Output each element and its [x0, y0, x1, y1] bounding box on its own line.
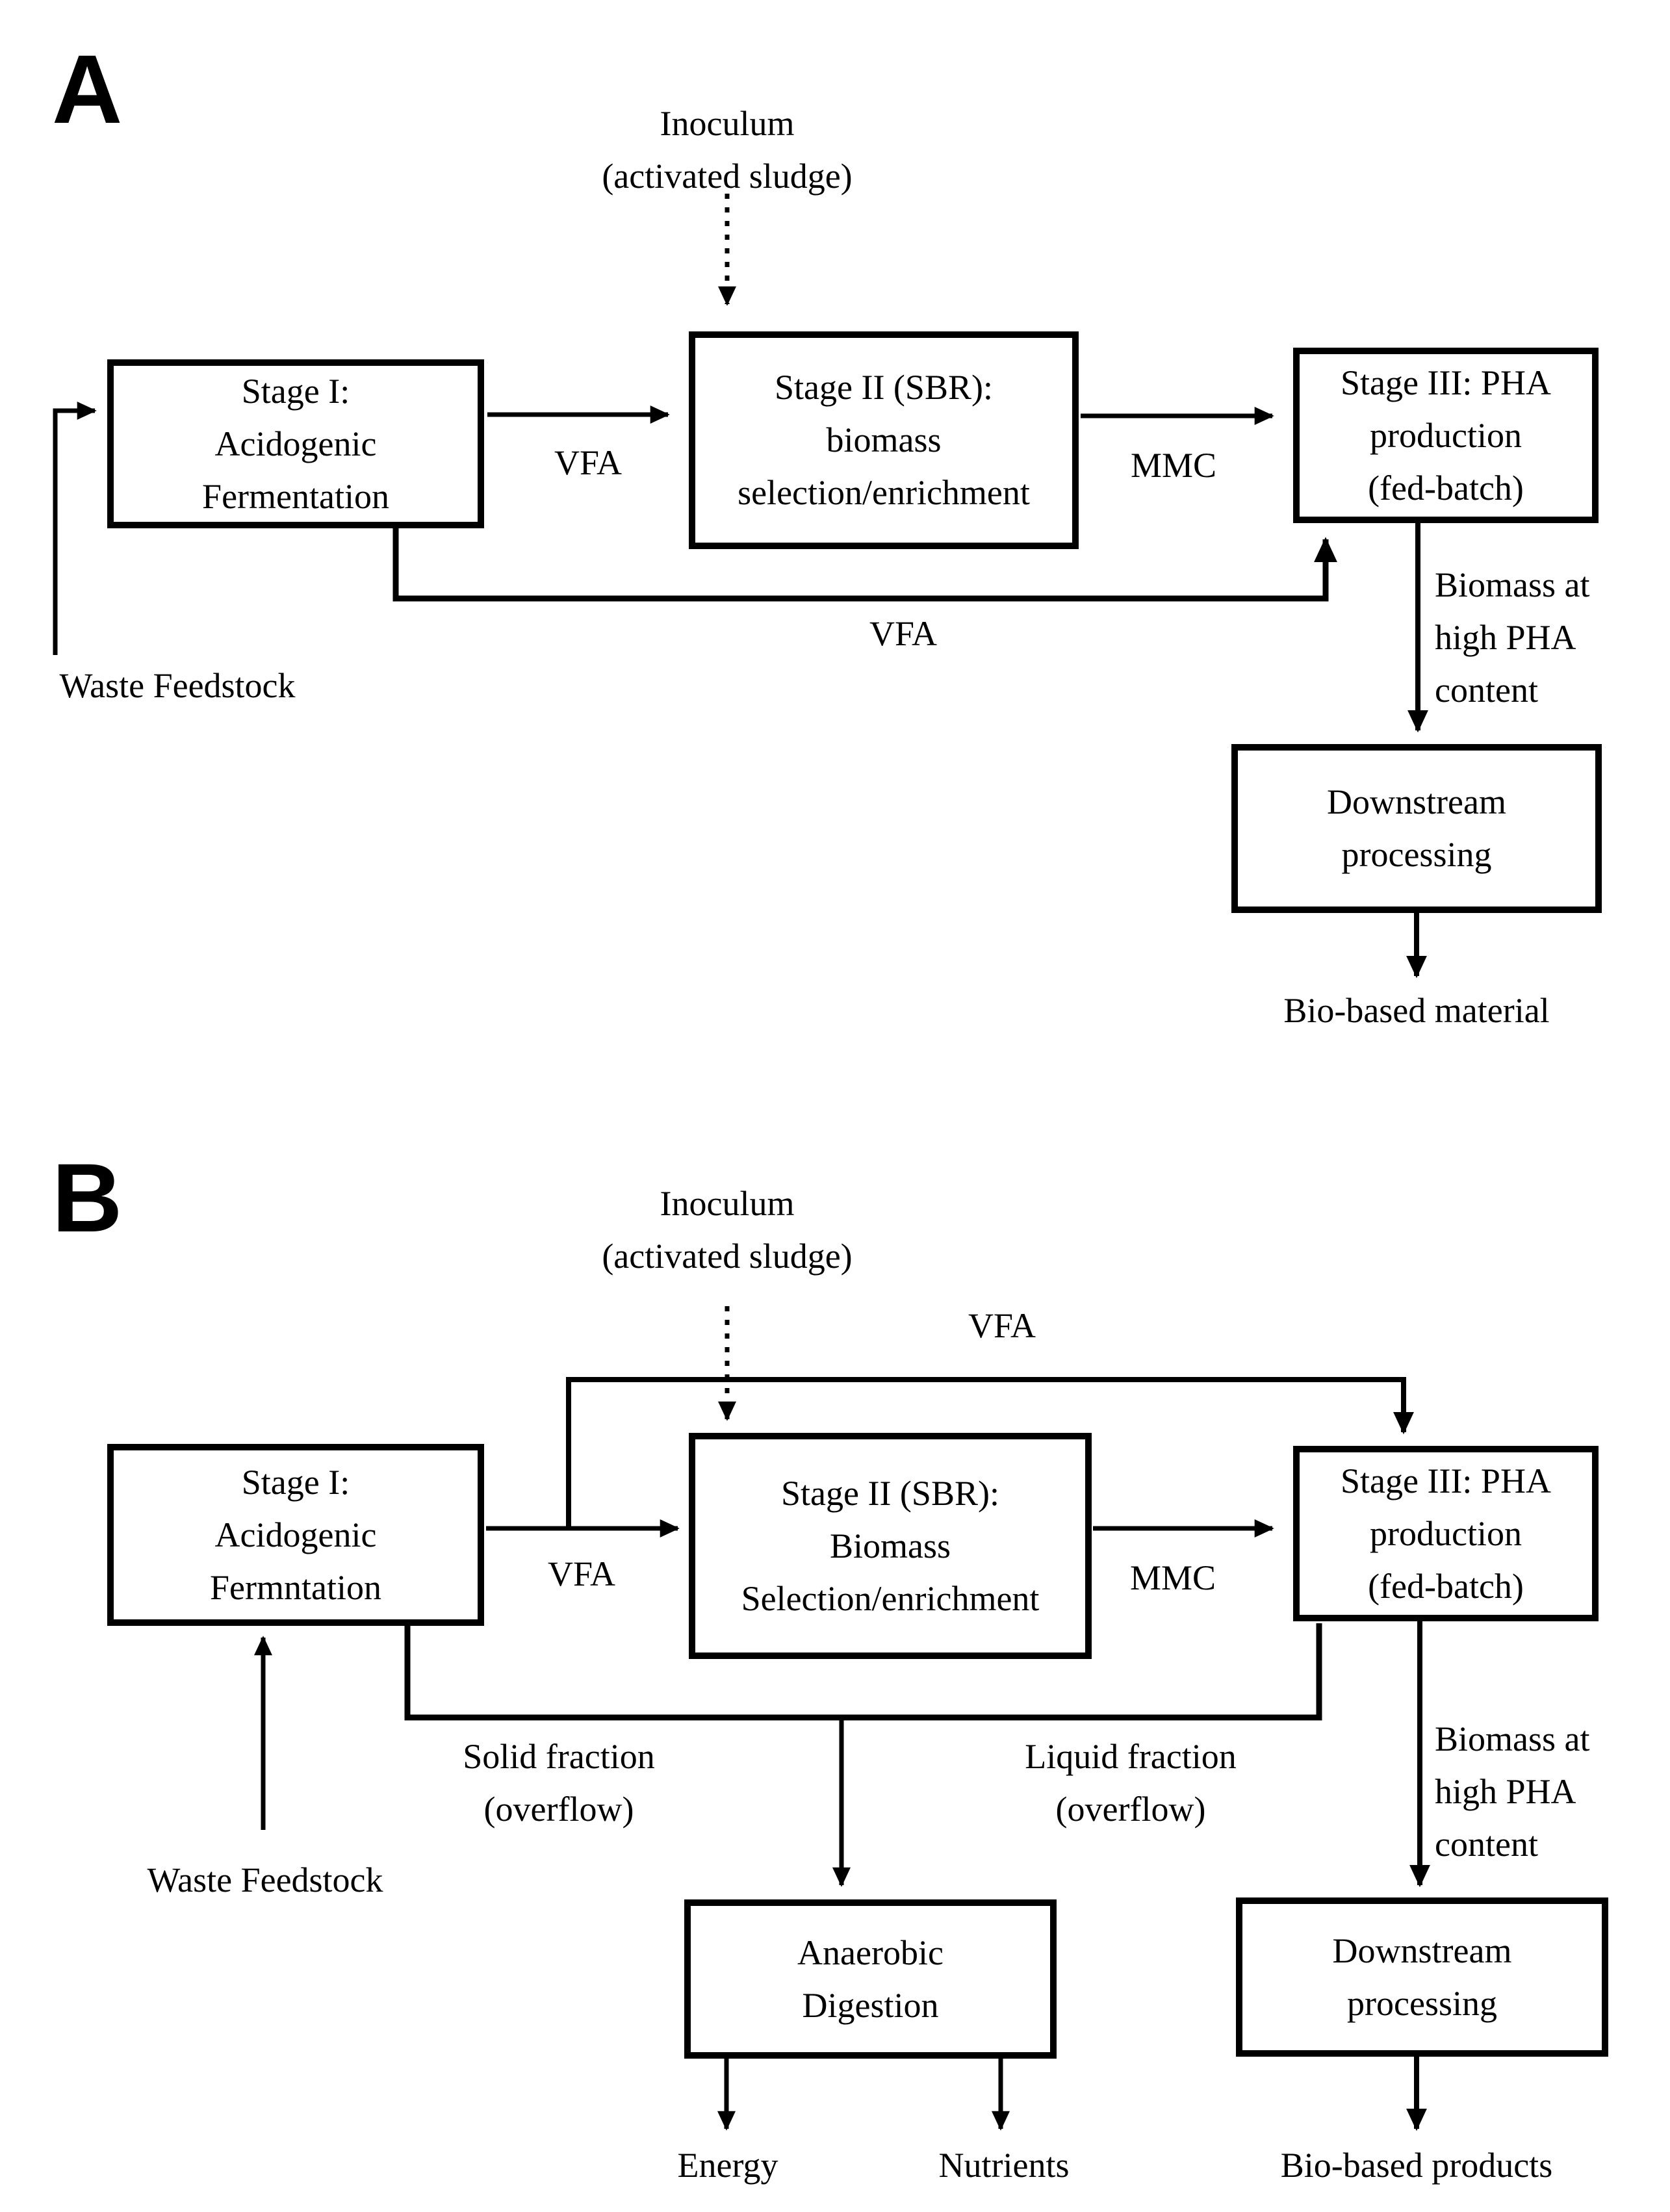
inoculum-label-b: Inoculum (activated sludge) [602, 1184, 853, 1276]
vfa-recycle-arrow-b [566, 1377, 1414, 1528]
stage2-box-a: Stage II (SBR): biomass selection/enrich… [689, 331, 1079, 549]
panel-b-letter: B [52, 1143, 123, 1252]
waste-feedstock-label-b: Waste Feedstock [147, 1860, 383, 1899]
panel-a-letter: A [52, 34, 123, 144]
waste-feedstock-label-a: Waste Feedstock [59, 666, 296, 705]
final-output-label-b: Bio-based products [1280, 2146, 1553, 2185]
solid-fraction-label-b: Solid fraction (overflow) [463, 1737, 655, 1829]
waste-feedstock-arrow-a [53, 402, 97, 655]
vfa-bypass-arrow-a [392, 525, 1337, 602]
anaerobic-digestion-box-b: Anaerobic Digestion [684, 1899, 1057, 2059]
vfa-label-b: VFA [547, 1554, 616, 1593]
stage3-box-a: Stage III: PHA production (fed-batch) [1293, 348, 1599, 523]
vfa-bypass-label-a: VFA [869, 614, 938, 653]
final-output-label-a: Bio-based material [1283, 991, 1550, 1030]
stage3-box-b: Stage III: PHA production (fed-batch) [1293, 1446, 1599, 1621]
vfa-label-a: VFA [554, 443, 623, 482]
overflow-line-b [404, 1623, 1322, 1721]
liquid-fraction-label-b: Liquid fraction (overflow) [1025, 1737, 1237, 1829]
stage1-box-a: Stage I: Acidogenic Fermentation [107, 359, 484, 528]
vfa-recycle-label-b: VFA [968, 1306, 1036, 1345]
stage1-box-b: Stage I: Acidogenic Fermntation [107, 1444, 484, 1626]
mmc-label-a: MMC [1130, 446, 1217, 485]
biomass-note-b: Biomass at high PHA content [1435, 1719, 1590, 1864]
stage2-box-b: Stage II (SBR): Biomass Selection/enrich… [689, 1433, 1092, 1659]
inoculum-label-a: Inoculum (activated sludge) [602, 104, 853, 196]
nutrients-label-b: Nutrients [938, 2146, 1070, 2185]
downstream-box-b: Downstream processing [1236, 1897, 1608, 2057]
downstream-box-a: Downstream processing [1231, 744, 1602, 913]
energy-label-b: Energy [677, 2146, 778, 2185]
mmc-label-b: MMC [1129, 1558, 1216, 1597]
biomass-note-a: Biomass at high PHA content [1435, 565, 1590, 710]
